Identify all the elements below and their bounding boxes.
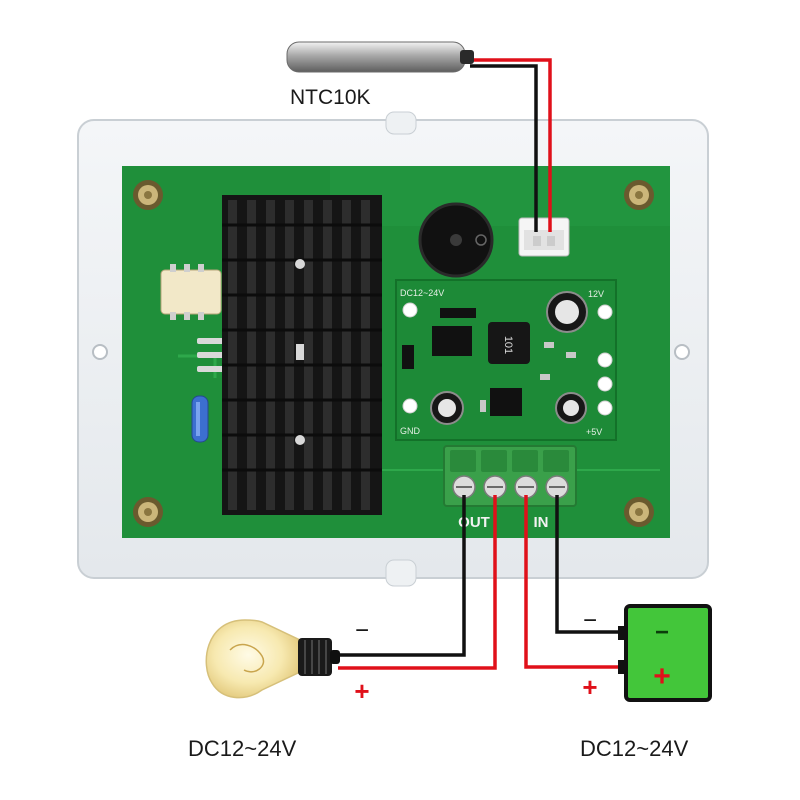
battery-icon (618, 604, 712, 702)
module-gnd-label: GND (400, 426, 421, 436)
transistor-legs (197, 338, 227, 372)
sensor-connector (518, 217, 570, 257)
inductor-marking: 101 (502, 336, 514, 354)
sensor-label: NTC10K (290, 86, 371, 109)
heatsink (222, 195, 382, 515)
terminal-in-label: IN (534, 514, 549, 531)
supply-plus-sign: + (582, 672, 597, 702)
output-wires (338, 495, 497, 670)
supply-minus-sign: − (583, 607, 597, 634)
module-input-label: DC12~24V (400, 288, 444, 298)
battery-minus-sign: − (655, 619, 669, 646)
module-5v-label: +5V (586, 427, 602, 437)
dc-dc-module (395, 279, 617, 441)
load-minus-sign: − (355, 617, 369, 644)
supply-voltage-label: DC12~24V (580, 736, 689, 761)
load-voltage-label: DC12~24V (188, 736, 297, 761)
screw (624, 497, 654, 527)
battery-plus-sign: + (653, 660, 671, 693)
capacitor-blue (191, 395, 209, 443)
ntc-probe (286, 41, 474, 73)
optocoupler (160, 264, 222, 320)
load-plus-sign: + (354, 676, 369, 706)
terminal-out-label: OUT (458, 514, 490, 531)
screw (624, 180, 654, 210)
input-wires (524, 495, 624, 669)
bulb-icon (205, 619, 340, 699)
module-12v-label: 12V (588, 289, 604, 299)
terminal-block (443, 445, 577, 507)
sensor-wires (470, 58, 552, 232)
screw (133, 180, 163, 210)
buzzer (418, 202, 494, 278)
screw (133, 497, 163, 527)
